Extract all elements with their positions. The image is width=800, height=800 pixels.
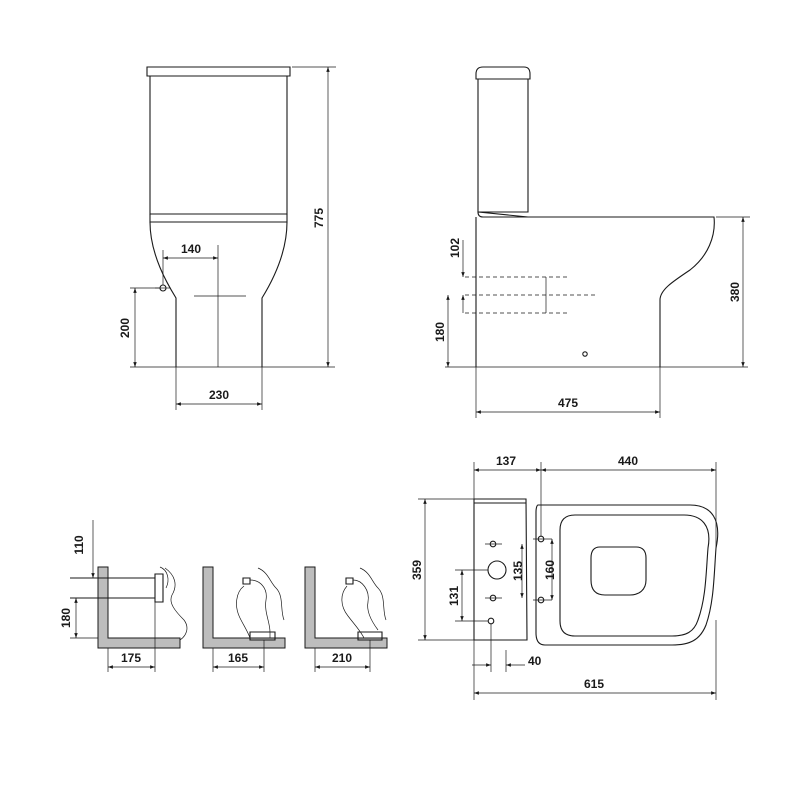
side-view: 102 180 380 475: [433, 66, 750, 418]
dim-102-label: 102: [448, 238, 462, 258]
detail-horizontal-outlet: 110 180 175: [59, 520, 188, 672]
dim-140-label: 140: [181, 242, 201, 256]
dim-440-label: 440: [618, 454, 638, 468]
dim-775-label: 775: [312, 208, 326, 228]
dim-135-label: 135: [511, 561, 525, 581]
plan-view: 137 440 359 131 135 160 40 615: [410, 454, 719, 700]
dim-180-detail-label: 180: [59, 608, 73, 628]
dim-137-label: 137: [496, 454, 516, 468]
detail-floor-outlet-210: 210: [304, 566, 388, 672]
dim-175-label: 175: [121, 651, 141, 665]
dim-475-label: 475: [558, 396, 578, 410]
detail-floor-outlet-165: 165: [202, 566, 286, 672]
dim-180-side-label: 180: [433, 322, 447, 342]
dim-165-label: 165: [228, 651, 248, 665]
dim-160-label: 160: [543, 560, 557, 580]
dim-359-label: 359: [410, 560, 424, 580]
dim-131-label: 131: [447, 586, 461, 606]
dim-230-label: 230: [209, 388, 229, 402]
front-view: 775 140 200 230: [118, 66, 336, 410]
dim-110-label: 110: [72, 535, 86, 555]
dim-615-label: 615: [584, 677, 604, 691]
dim-380-label: 380: [728, 282, 742, 302]
dim-200-label: 200: [118, 318, 132, 338]
dim-40-label: 40: [528, 654, 542, 668]
dim-210-label: 210: [332, 651, 352, 665]
